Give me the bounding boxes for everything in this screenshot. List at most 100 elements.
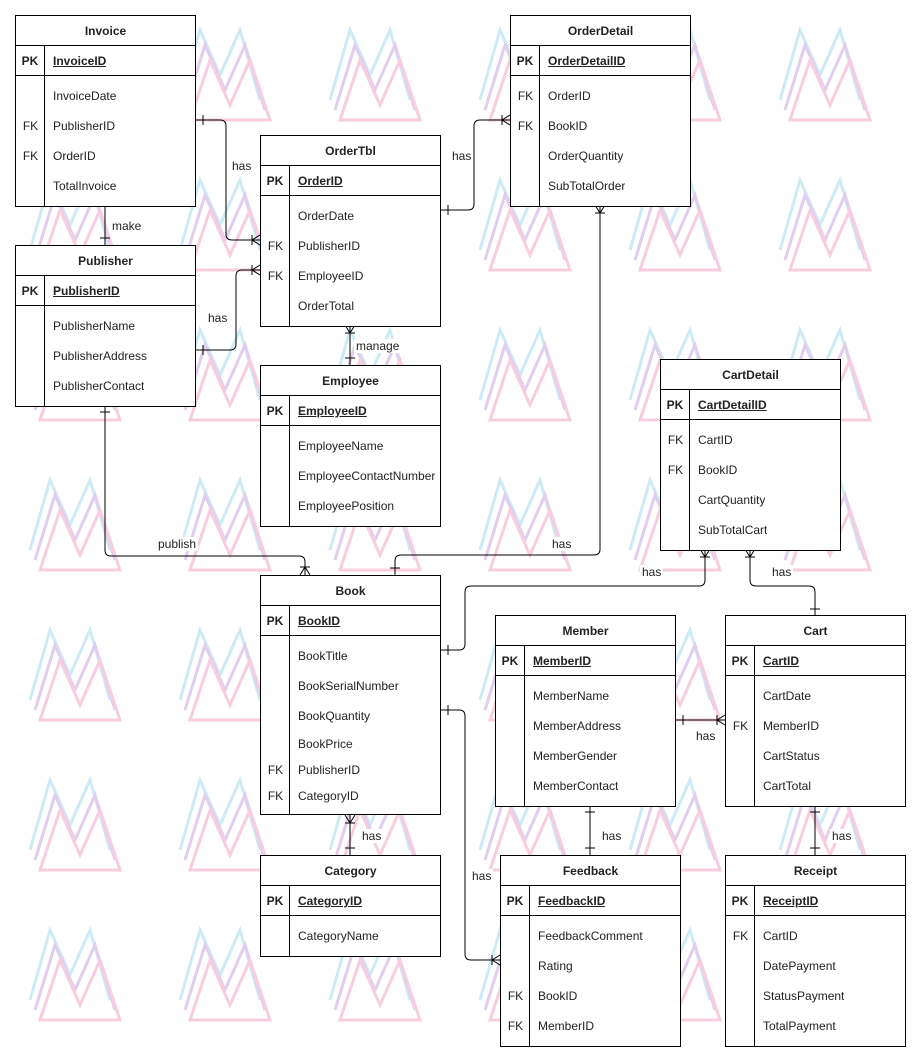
key-type-label: FK bbox=[507, 989, 524, 1003]
field-name: StatusPayment bbox=[763, 989, 845, 1003]
relationship-line-publisher-book[interactable] bbox=[104, 405, 306, 575]
field-name: PublisherName bbox=[53, 319, 136, 333]
primary-key-field: ReceiptID bbox=[763, 894, 819, 908]
field-row: BookQuantity bbox=[261, 701, 440, 731]
relationship-label-book-feedback: has bbox=[470, 869, 494, 883]
key-type-label: PK bbox=[661, 390, 690, 419]
key-type-label: FK bbox=[667, 433, 684, 447]
cartdetail-pk-row: PK CartDetailID bbox=[661, 390, 840, 420]
relationship-label-invoice-ordertbl: has bbox=[230, 159, 254, 173]
m-logo-watermark bbox=[28, 775, 123, 872]
m-logo-watermark bbox=[178, 925, 273, 1022]
field-name: TotalInvoice bbox=[53, 179, 117, 193]
m-logo-watermark bbox=[28, 925, 123, 1022]
key-type-label bbox=[261, 731, 290, 757]
key-type-label bbox=[496, 741, 525, 771]
field-name: BookQuantity bbox=[298, 709, 371, 723]
field-row: OrderDate bbox=[261, 201, 440, 231]
primary-key-field: CartID bbox=[763, 654, 800, 668]
field-name: InvoiceDate bbox=[53, 89, 117, 103]
key-type-label: PK bbox=[726, 886, 755, 915]
field-name: PublisherContact bbox=[53, 379, 145, 393]
relationship-line-orderdetail-book[interactable] bbox=[394, 205, 601, 575]
relationship-line-publisher-ordertbl[interactable] bbox=[196, 269, 260, 351]
key-type-label bbox=[726, 681, 755, 711]
field-row: MemberGender bbox=[496, 741, 675, 771]
field-row: InvoiceDate bbox=[16, 81, 195, 111]
category-field-list: CategoryName bbox=[261, 916, 440, 956]
m-logo-watermark bbox=[178, 475, 273, 572]
relationship-line-cartdetail-book[interactable] bbox=[441, 549, 706, 651]
field-row: MemberContact bbox=[496, 771, 675, 801]
relationship-label-book-category: has bbox=[360, 829, 384, 843]
field-name: MemberAddress bbox=[533, 719, 622, 733]
category-title: Category bbox=[261, 856, 440, 886]
relationship-line-ordertbl-orderdetail[interactable] bbox=[441, 119, 510, 211]
relationship-label-ordertbl-employee: manage bbox=[354, 339, 402, 353]
key-type-label bbox=[261, 291, 290, 321]
member-title: Member bbox=[496, 616, 675, 646]
field-row: CartStatus bbox=[726, 741, 905, 771]
field-name: MemberID bbox=[763, 719, 820, 733]
field-row: PublisherAddress bbox=[16, 341, 195, 371]
key-type-label bbox=[511, 171, 540, 201]
primary-key-field: CartDetailID bbox=[698, 398, 767, 412]
field-name: CartTotal bbox=[763, 779, 812, 793]
relationship-line-invoice-ordertbl[interactable] bbox=[196, 119, 260, 241]
relationship-line-book-feedback[interactable] bbox=[441, 709, 500, 961]
key-type-label bbox=[501, 921, 530, 951]
key-type-label bbox=[261, 491, 290, 521]
field-row: EmployeePosition bbox=[261, 491, 440, 521]
key-type-label bbox=[261, 461, 290, 491]
key-type-label: FK bbox=[267, 269, 284, 283]
publisher-title: Publisher bbox=[16, 246, 195, 276]
key-type-label bbox=[261, 701, 290, 731]
key-type-label: FK bbox=[732, 719, 749, 733]
field-name: OrderID bbox=[53, 149, 96, 163]
m-logo-watermark bbox=[778, 175, 873, 272]
book-title: Book bbox=[261, 576, 440, 606]
m-logo-watermark bbox=[178, 775, 273, 872]
ordertbl-title: OrderTbl bbox=[261, 136, 440, 166]
m-logo-watermark bbox=[478, 475, 573, 572]
field-row: CartQuantity bbox=[661, 485, 840, 515]
field-name: BookTitle bbox=[298, 649, 348, 663]
receipt-pk-row: PK ReceiptID bbox=[726, 886, 905, 916]
relationship-line-cartdetail-cart[interactable] bbox=[749, 549, 816, 615]
field-name: OrderQuantity bbox=[548, 149, 624, 163]
field-name: CartQuantity bbox=[698, 493, 766, 507]
field-row: TotalInvoice bbox=[16, 171, 195, 201]
field-row: BookPrice bbox=[261, 731, 440, 757]
primary-key-field: OrderID bbox=[298, 174, 343, 188]
key-type-label: FK bbox=[22, 119, 39, 133]
key-type-label: FK bbox=[732, 929, 749, 943]
relationship-label-cart-receipt: has bbox=[830, 829, 854, 843]
field-name: BookID bbox=[548, 119, 588, 133]
m-logo-watermark bbox=[28, 625, 123, 722]
field-name: SubTotalCart bbox=[698, 523, 768, 537]
relationship-label-member-cart: has bbox=[694, 729, 718, 743]
field-name: EmployeeName bbox=[298, 439, 384, 453]
field-name: PublisherAddress bbox=[53, 349, 148, 363]
